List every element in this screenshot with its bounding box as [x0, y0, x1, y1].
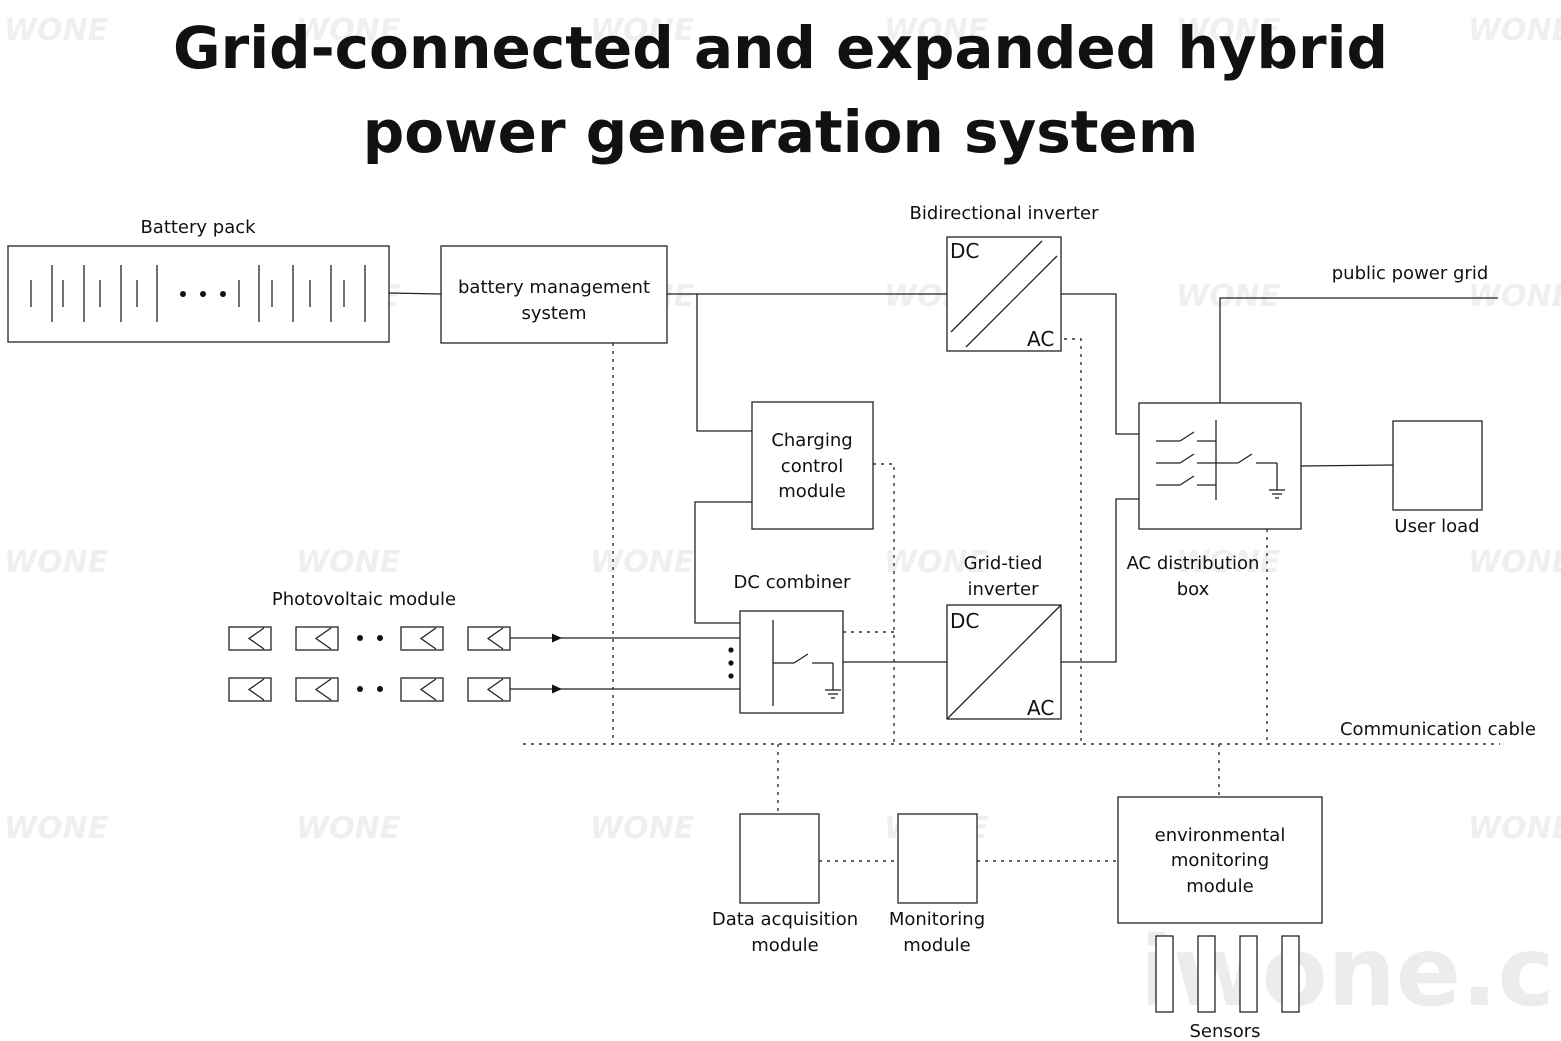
watermark: WONE [1468, 13, 1561, 48]
solar-panel-icon [228, 677, 272, 702]
watermark: WONE [884, 13, 989, 48]
switch-icon [1156, 420, 1278, 500]
watermark: WONE [1468, 545, 1561, 580]
ellipsis-icon [357, 686, 383, 692]
watermark: WONE [1176, 545, 1281, 580]
watermark: WONE [590, 13, 695, 48]
inverter-ac-label: AC [1027, 327, 1054, 351]
grid-tied-inverter: DC AC [946, 604, 1062, 720]
public-power-grid-label: public power grid [1332, 263, 1489, 284]
inverter-dc-label: DC [950, 239, 979, 263]
data-acquisition-module [739, 813, 820, 904]
battery-cell-icon [99, 265, 122, 322]
diagram-title: Grid-connected and expanded hybrid power… [0, 6, 1561, 174]
grid-tied-label-line2: inverter [967, 579, 1039, 600]
monitoring-label-line1: Monitoring [889, 909, 985, 930]
inverter-dc-label: DC [950, 609, 979, 633]
title-line-2: power generation system [362, 98, 1199, 166]
watermark: WONE [4, 811, 109, 846]
battery-cell-icon [343, 265, 366, 322]
environmental-monitoring-module: environmental monitoring module [1117, 796, 1323, 924]
ellipsis-icon [180, 291, 226, 297]
bms-label-line1: battery management [458, 277, 650, 298]
watermark: WONE [4, 545, 109, 580]
charging-label-line3: module [778, 481, 845, 502]
bidirectional-inverter: DC AC [946, 236, 1062, 352]
watermark: WONE [590, 811, 695, 846]
environmental-label-line2: monitoring [1171, 850, 1269, 871]
charging-label-line1: Charging [771, 430, 852, 451]
watermark: WONE [296, 545, 401, 580]
battery-cell-icon [309, 265, 332, 322]
communication-cable [523, 338, 1500, 862]
switch-icon [772, 620, 834, 706]
watermark: WONE [1468, 279, 1561, 314]
ac-distribution-label-line1: AC distribution [1127, 553, 1260, 574]
arrow-icon [552, 684, 562, 694]
battery-cell-icon [238, 265, 260, 322]
solar-panel-icon [467, 677, 511, 702]
title-line-1: Grid-connected and expanded hybrid [173, 14, 1388, 82]
sensors [1155, 935, 1300, 1013]
user-load [1392, 420, 1483, 511]
monitoring-module [897, 813, 978, 904]
sensor-icon [1239, 935, 1258, 1013]
user-load-label: User load [1394, 516, 1479, 537]
data-acquisition-label-line2: module [751, 935, 818, 956]
watermark: WONE [4, 13, 109, 48]
ellipsis-icon [357, 635, 383, 641]
sensor-icon [1155, 935, 1174, 1013]
charging-label-line2: control [781, 456, 843, 477]
charging-control-module: Charging control module [751, 401, 874, 530]
inverter-ac-label: AC [1027, 696, 1054, 720]
watermark: WONE [296, 811, 401, 846]
solar-panel-icon [467, 626, 511, 651]
watermark: WONE [1176, 279, 1281, 314]
battery-cell-icon [62, 265, 85, 322]
photovoltaic-module-label: Photovoltaic module [272, 589, 456, 610]
ellipsis-icon [728, 647, 734, 679]
watermark: WONE [296, 13, 401, 48]
watermark: WONE [884, 545, 989, 580]
sensor-icon [1197, 935, 1216, 1013]
solar-panel-icon [295, 626, 339, 651]
solar-panel-icon [400, 677, 444, 702]
dc-combiner-label: DC combiner [734, 572, 852, 593]
bidirectional-inverter-label: Bidirectional inverter [909, 203, 1099, 224]
solar-panel-icon [400, 626, 444, 651]
ac-distribution-label-line2: box [1177, 579, 1210, 600]
grid-tied-label-line1: Grid-tied [964, 553, 1043, 574]
arrow-icon [552, 633, 562, 643]
battery-cell-icon [271, 265, 294, 322]
bms-label-line2: system [521, 303, 586, 324]
battery-pack [7, 245, 390, 343]
ground-icon [825, 689, 841, 699]
watermark: WONE [1468, 811, 1561, 846]
battery-pack-label: Battery pack [140, 217, 256, 238]
power-wiring [388, 292, 1498, 694]
data-acquisition-label-line1: Data acquisition [712, 909, 858, 930]
environmental-label-line1: environmental [1155, 825, 1286, 846]
solar-panel-icon [228, 626, 272, 651]
environmental-label-line3: module [1186, 876, 1253, 897]
battery-cell-icon [30, 265, 53, 322]
dc-combiner [728, 610, 844, 714]
watermark: WONE [1176, 13, 1281, 48]
ac-distribution-box [1138, 402, 1302, 530]
ground-icon [1269, 489, 1285, 499]
watermark: WONE [590, 545, 695, 580]
sensor-icon [1281, 935, 1300, 1013]
photovoltaic-array [228, 626, 511, 702]
solar-panel-icon [295, 677, 339, 702]
monitoring-label-line2: module [903, 935, 970, 956]
communication-cable-label: Communication cable [1340, 719, 1536, 740]
battery-management-system: battery management system [440, 245, 668, 344]
battery-cell-icon [136, 265, 158, 322]
sensors-label: Sensors [1189, 1021, 1260, 1041]
